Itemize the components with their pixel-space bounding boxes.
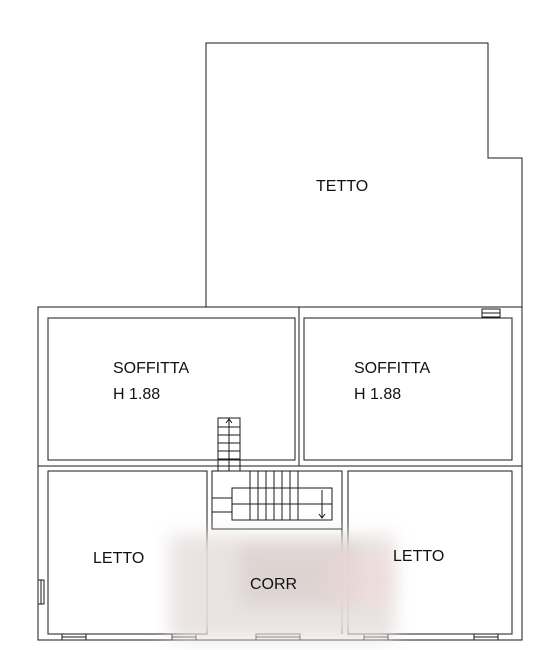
attic-left-room [47, 317, 296, 461]
redaction-blur [170, 535, 395, 640]
up-arrow-icon [225, 418, 233, 424]
bedroom-left-label: LETTO [93, 550, 144, 567]
attic-left-label: SOFFITTA [113, 360, 189, 377]
attic-left-height: H 1.88 [113, 386, 160, 403]
corridor-label: CORR [250, 576, 297, 593]
stairwell [211, 470, 343, 530]
attic-right-room [303, 317, 513, 461]
roof-area [205, 42, 523, 307]
side-window-mark [37, 579, 45, 605]
roof-vent [481, 308, 501, 318]
down-arrow-icon [318, 513, 326, 519]
attic-right-height: H 1.88 [354, 386, 401, 403]
attic-ladder [217, 417, 241, 472]
bedroom-right-label: LETTO [393, 548, 444, 565]
attic-right-label: SOFFITTA [354, 360, 430, 377]
roof-label: TETTO [316, 178, 368, 195]
roof-outline [205, 42, 523, 307]
